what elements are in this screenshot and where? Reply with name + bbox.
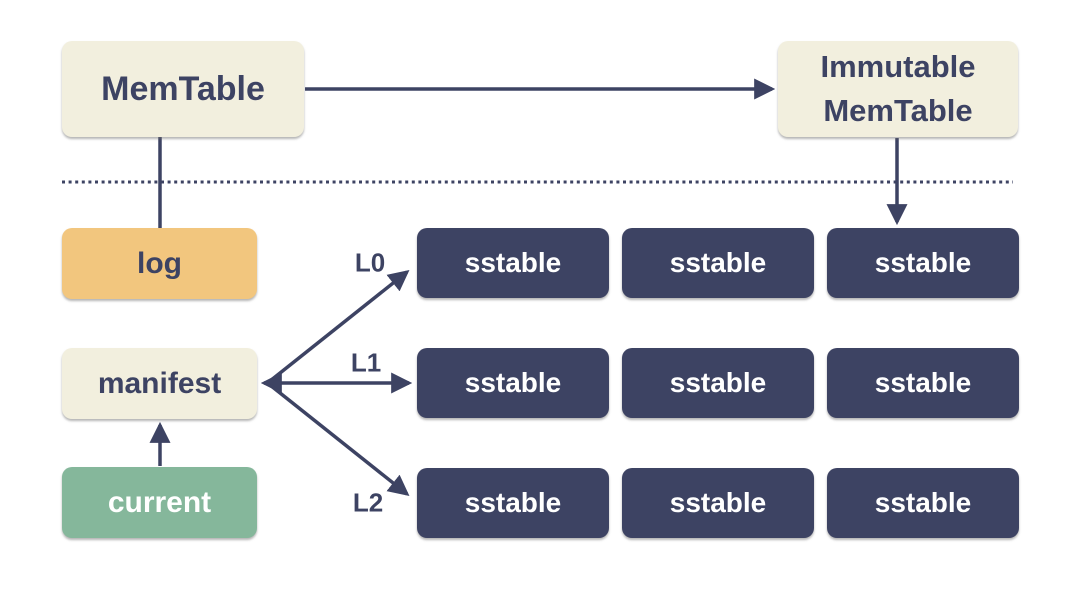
manifest-to-l0-arrow — [268, 270, 410, 383]
sstable-box-l0-1: sstable — [417, 228, 609, 298]
memtable-box: MemTable — [62, 41, 304, 137]
manifest-fan-arrows — [260, 270, 413, 496]
level-label-l0: L0 — [354, 247, 386, 278]
log-box: log — [62, 228, 257, 299]
level-label-l1: L1 — [350, 347, 382, 378]
sstable-box-l0-2: sstable — [622, 228, 814, 298]
sstable-box-l1-2: sstable — [622, 348, 814, 418]
immutable-memtable-box: Immutable MemTable — [778, 41, 1018, 137]
current-box: current — [62, 467, 257, 538]
sstable-box-l2-2: sstable — [622, 468, 814, 538]
sstable-box-l2-1: sstable — [417, 468, 609, 538]
sstable-box-l2-3: sstable — [827, 468, 1019, 538]
level-label-l2: L2 — [352, 487, 384, 518]
sstable-box-l1-3: sstable — [827, 348, 1019, 418]
manifest-to-l2-arrow — [268, 383, 410, 496]
sstable-box-l1-1: sstable — [417, 348, 609, 418]
manifest-box: manifest — [62, 348, 257, 419]
sstable-box-l0-3: sstable — [827, 228, 1019, 298]
